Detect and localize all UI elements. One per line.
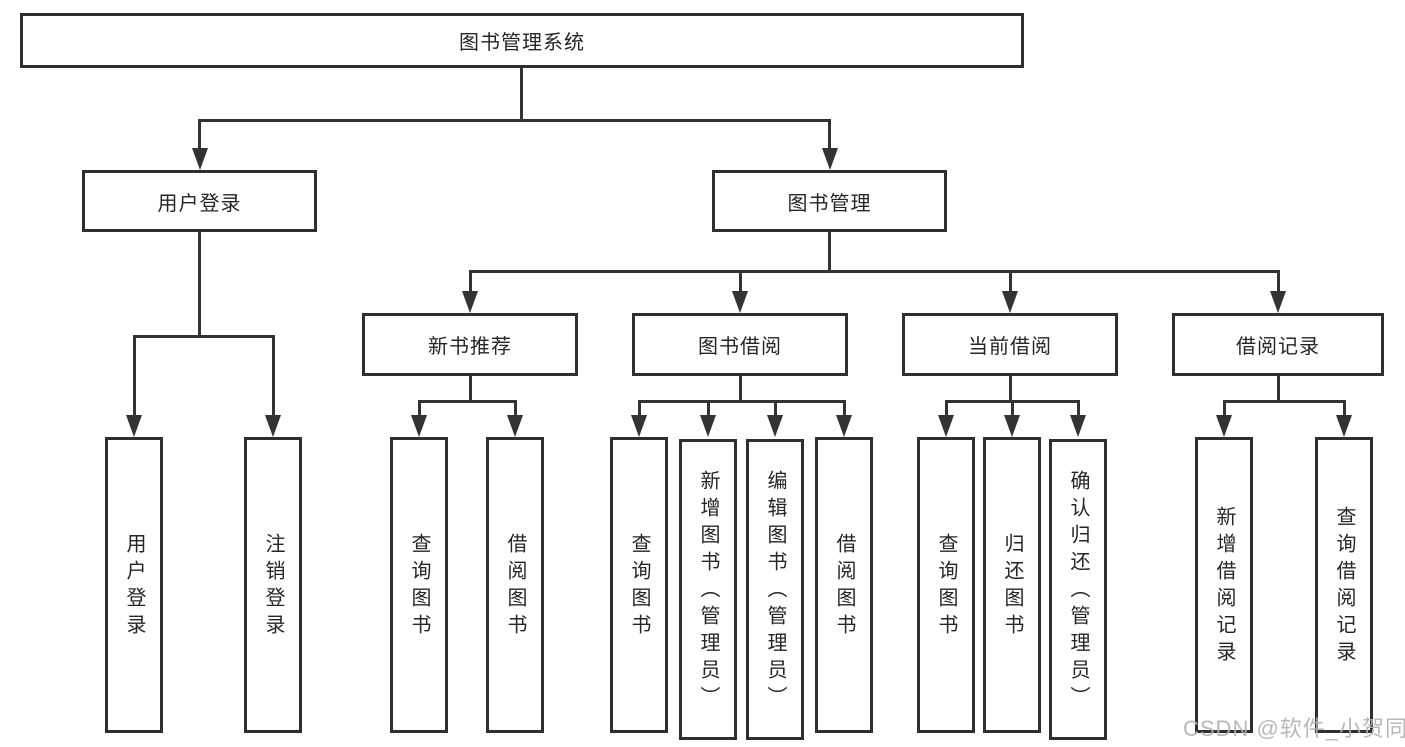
connector-drop-borrow-record <box>1277 270 1280 293</box>
connector-drop-new-book-rec <box>469 270 472 293</box>
node-user-login: 用户登录 <box>82 170 317 232</box>
connector-drop-bb-edit <box>774 400 777 417</box>
arrowhead-down-icon <box>631 415 647 437</box>
arrowhead-down-icon <box>1004 415 1020 437</box>
connector-drop-bb-query <box>638 400 641 417</box>
arrowhead-down-icon <box>1002 291 1018 313</box>
connector-drop-ul-login <box>133 335 136 417</box>
arrowhead-down-icon <box>767 415 783 437</box>
arrowhead-down-icon <box>192 148 208 170</box>
connector-drop-nb-query <box>418 400 421 417</box>
connector-drop-br-query <box>1343 400 1346 417</box>
arrowhead-down-icon <box>822 148 838 170</box>
arrowhead-down-icon <box>938 415 954 437</box>
connector-drop-book-mgmt <box>828 119 831 150</box>
connector-drop-cb-return <box>1011 400 1014 417</box>
node-cb-return-books: 归还图书 <box>983 437 1041 733</box>
connector-drop-current-borrow <box>1009 270 1012 293</box>
connector-br-branch <box>1223 400 1345 403</box>
connector-bb-branch <box>638 400 845 403</box>
node-user-login-leaf: 用户登录 <box>105 437 163 733</box>
connector-drop-ul-logout <box>272 335 275 417</box>
arrowhead-down-icon <box>462 291 478 313</box>
node-nb-borrow-books: 借阅图书 <box>486 437 544 733</box>
connector-drop-br-add <box>1223 400 1226 417</box>
connector-book-mgmt-branch <box>469 270 1280 273</box>
node-logout: 注销登录 <box>244 437 302 733</box>
connector-root-branch <box>199 119 831 122</box>
arrowhead-down-icon <box>126 415 142 437</box>
connector-root-stem <box>520 68 523 121</box>
arrowhead-down-icon <box>836 415 852 437</box>
node-br-query-record: 查询借阅记录 <box>1315 437 1373 733</box>
node-nb-query-books: 查询图书 <box>390 437 448 733</box>
connector-nb-branch <box>418 400 516 403</box>
node-book-borrowing: 图书借阅 <box>632 313 848 376</box>
arrowhead-down-icon <box>1270 291 1286 313</box>
node-bb-edit-books-admin: 编辑图书（管理员） <box>746 439 804 740</box>
arrowhead-down-icon <box>1216 415 1232 437</box>
connector-br-stem <box>1277 376 1280 402</box>
node-new-book-recommend: 新书推荐 <box>362 313 578 376</box>
arrowhead-down-icon <box>1336 415 1352 437</box>
arrowhead-down-icon <box>265 415 281 437</box>
connector-drop-bb-add <box>707 400 710 417</box>
connector-bb-stem <box>739 376 742 402</box>
node-current-borrowing: 当前借阅 <box>902 313 1118 376</box>
node-bb-borrow-books: 借阅图书 <box>815 437 873 733</box>
connector-user-login-branch <box>133 335 275 338</box>
arrowhead-down-icon <box>507 415 523 437</box>
node-bb-add-books-admin: 新增图书（管理员） <box>679 439 737 740</box>
arrowhead-down-icon <box>1070 415 1086 437</box>
arrowhead-down-icon <box>411 415 427 437</box>
node-bb-query-books: 查询图书 <box>610 437 668 733</box>
connector-book-mgmt-stem <box>828 232 831 272</box>
connector-drop-user-login <box>198 119 201 150</box>
arrowhead-down-icon <box>700 415 716 437</box>
arrowhead-down-icon <box>732 291 748 313</box>
connector-drop-bb-borrow <box>843 400 846 417</box>
connector-drop-nb-borrow <box>514 400 517 417</box>
node-cb-confirm-return-admin: 确认归还（管理员） <box>1049 439 1107 740</box>
node-book-management: 图书管理 <box>712 170 947 232</box>
connector-nb-stem <box>469 376 472 402</box>
connector-drop-cb-query <box>945 400 948 417</box>
node-cb-query-books: 查询图书 <box>917 437 975 733</box>
connector-user-login-stem <box>198 232 201 337</box>
node-root: 图书管理系统 <box>20 13 1024 68</box>
csdn-watermark: CSDN @软件_小贺同学 <box>1183 716 1405 741</box>
connector-cb-stem <box>1009 376 1012 402</box>
connector-drop-cb-confirm <box>1077 400 1080 417</box>
connector-drop-book-borrow <box>739 270 742 293</box>
node-borrow-records: 借阅记录 <box>1172 313 1384 376</box>
node-br-add-record: 新增借阅记录 <box>1195 437 1253 733</box>
